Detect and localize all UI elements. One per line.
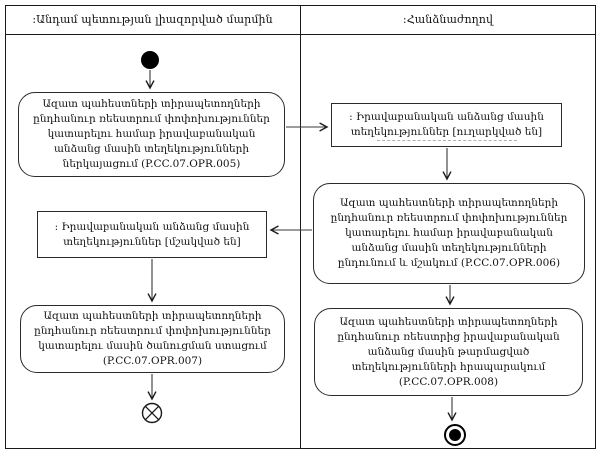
object-node-info-sent: : Իրավաբանական անձանց մասին տեղեկություն…	[331, 103, 562, 147]
flow-final-node	[141, 402, 163, 424]
activity-opr005: Ազատ պահեստների տիրապետողների ընդհանուր …	[18, 92, 285, 177]
faded-artifact-line	[376, 140, 517, 141]
activity-final-node	[444, 424, 466, 446]
initial-node	[141, 51, 159, 69]
swimlane-header-commission: :Հանձնաժողով	[402, 13, 494, 26]
activity-final-dot	[449, 429, 461, 441]
activity-opr007: Ազատ պահեստների տիրապետողների ընդհանուր …	[20, 305, 285, 373]
object-node-info-sent-label: : Իրավաբանական անձանց մասին տեղեկություն…	[349, 111, 544, 138]
swimlane-header-authorized-body: :Անդամ պետության լիազորված մարմին	[32, 13, 273, 26]
object-node-info-processed: : Իրավաբանական անձանց մասին տեղեկություն…	[37, 211, 267, 258]
activity-opr008: Ազատ պահեստների տիրապետողների ընդհանուր …	[314, 308, 583, 396]
swimlane-divider	[300, 5, 301, 449]
activity-opr006: Ազատ պահեստների տիրապետողների ընդհանուր …	[313, 183, 585, 284]
